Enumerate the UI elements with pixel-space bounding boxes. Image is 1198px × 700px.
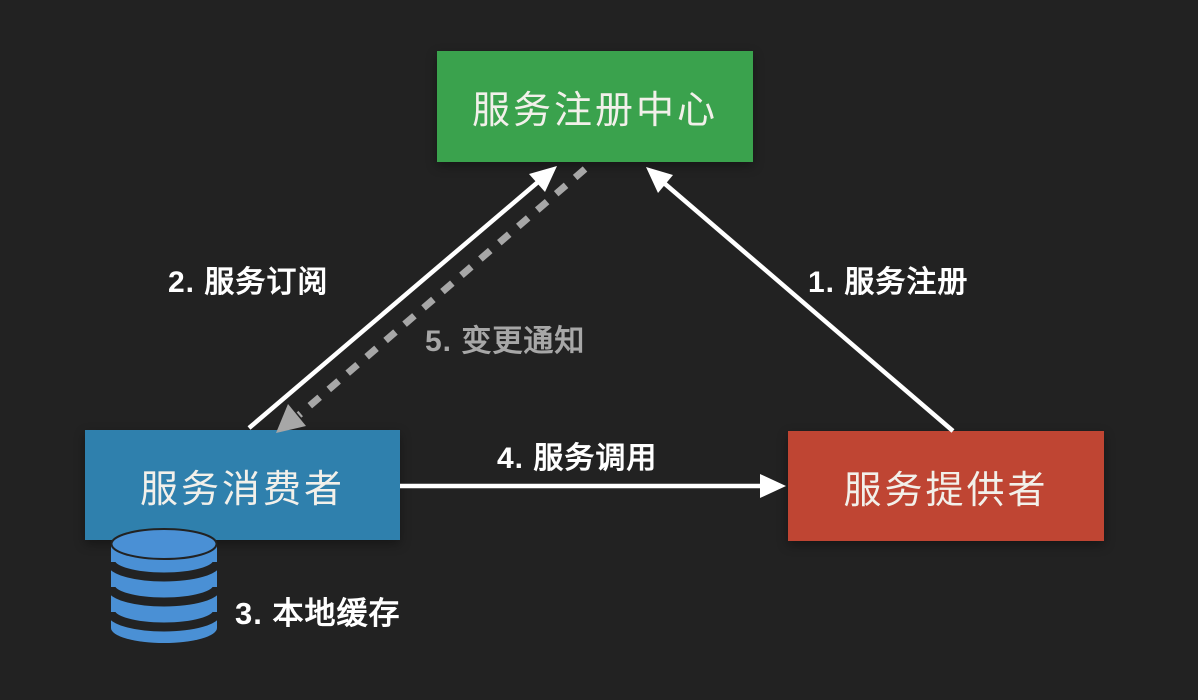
edge-label-subscribe: 2. 服务订阅 (168, 266, 329, 299)
arrow-notify-line (296, 166, 588, 418)
arrow-register-line (662, 181, 955, 433)
node-service-registry: 服务注册中心 (437, 51, 753, 162)
arrow-invoke-head-icon (760, 474, 786, 498)
annotation-local-cache-label: 3. 本地缓存 (235, 596, 401, 631)
edge-label-invoke: 4. 服务调用 (497, 442, 658, 475)
node-service-consumer-label: 服务消费者 (139, 468, 345, 511)
node-service-provider-label: 服务提供者 (843, 469, 1049, 512)
arrow-register-head-icon (646, 167, 673, 193)
edge-label-register: 1. 服务注册 (808, 266, 969, 299)
node-service-registry-label: 服务注册中心 (471, 90, 718, 132)
arrow-subscribe-line (247, 180, 540, 430)
node-service-provider: 服务提供者 (788, 431, 1104, 541)
database-icon (110, 528, 218, 643)
arrow-subscribe-head-icon (529, 166, 557, 192)
node-service-consumer: 服务消费者 (85, 430, 400, 540)
arrow-notify-head-icon (276, 404, 306, 433)
edge-label-notify: 5. 变更通知 (425, 325, 586, 358)
